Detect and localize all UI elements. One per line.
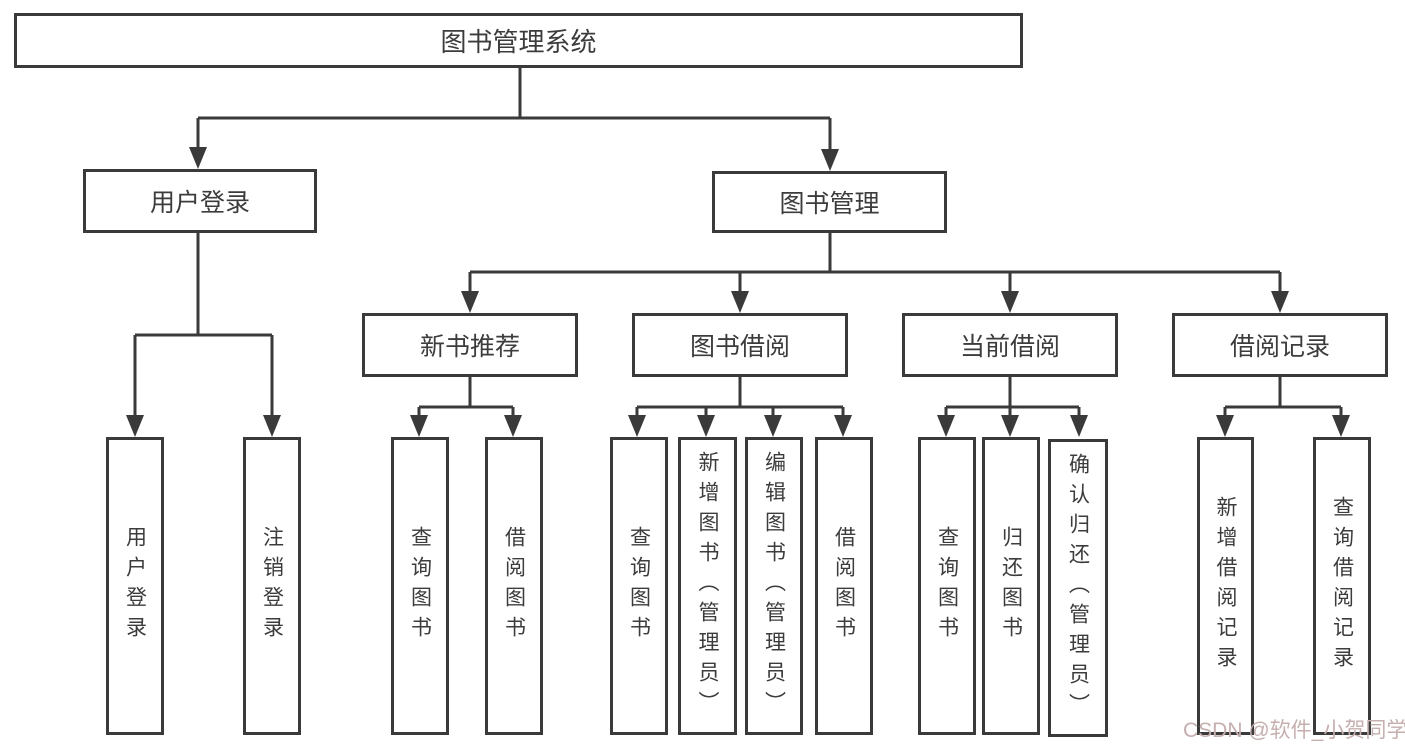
leaf-query-borrow-record: 查询借阅记录 xyxy=(1313,437,1371,735)
connector-userlogin-to-leaves xyxy=(133,233,274,419)
leaf-label: 查询图书 xyxy=(627,526,651,646)
node-label: 图书管理 xyxy=(779,190,880,218)
leaf-add-borrow-record: 新增借阅记录 xyxy=(1197,437,1254,735)
leaf-query-books-current: 查询图书 xyxy=(918,437,976,735)
leaf-label: 查询借阅记录 xyxy=(1330,496,1354,676)
node-label: 图书借阅 xyxy=(689,333,790,361)
arrowhead xyxy=(410,415,428,437)
connector-bookmgmt-to-level3 xyxy=(468,233,1282,295)
arrowhead xyxy=(697,415,715,437)
node-new-book-recommend: 新书推荐 xyxy=(362,313,578,377)
arrowhead xyxy=(764,415,782,437)
leaf-return-books: 归还图书 xyxy=(982,437,1040,735)
node-label: 图书管理系统 xyxy=(440,27,597,57)
leaf-label: 归还图书 xyxy=(999,526,1023,646)
leaf-label: 用户登录 xyxy=(123,526,147,646)
connector-root-to-level2 xyxy=(196,68,832,149)
connector-records-to-leaves xyxy=(1223,377,1343,419)
leaf-borrow-books-recommend: 借阅图书 xyxy=(485,437,543,735)
leaf-label: 查询图书 xyxy=(408,526,432,646)
arrowhead xyxy=(1001,291,1019,313)
node-current-borrow: 当前借阅 xyxy=(902,313,1118,377)
arrowhead xyxy=(1332,415,1350,437)
leaf-label: 编辑图书（管理员） xyxy=(762,451,786,721)
leaf-edit-books-admin: 编辑图书（管理员） xyxy=(745,437,803,735)
leaf-label: 新增借阅记录 xyxy=(1214,496,1237,676)
arrowhead xyxy=(834,415,852,437)
node-label: 用户登录 xyxy=(149,189,250,217)
arrowhead xyxy=(628,415,646,437)
arrowhead xyxy=(263,415,281,437)
node-user-login: 用户登录 xyxy=(83,169,317,233)
arrowhead xyxy=(937,415,955,437)
leaf-query-books-recommend: 查询图书 xyxy=(391,437,449,735)
node-book-management-system: 图书管理系统 xyxy=(14,13,1023,68)
leaf-label: 新增图书（管理员） xyxy=(696,451,719,721)
leaf-label: 注销登录 xyxy=(260,526,284,646)
node-book-management: 图书管理 xyxy=(712,171,947,233)
arrowhead xyxy=(821,149,839,171)
node-label: 当前借阅 xyxy=(959,333,1060,361)
node-label: 借阅记录 xyxy=(1229,333,1330,361)
leaf-user-login: 用户登录 xyxy=(106,437,164,735)
leaf-label: 查询图书 xyxy=(935,526,959,646)
arrowhead xyxy=(1001,415,1019,437)
connector-current-to-leaves xyxy=(944,377,1081,419)
node-label: 新书推荐 xyxy=(419,333,520,361)
node-book-borrow: 图书借阅 xyxy=(632,313,848,377)
arrowhead xyxy=(731,291,749,313)
watermark: CSDN @软件_小贺同学 xyxy=(1183,719,1405,742)
arrowhead xyxy=(1271,291,1289,313)
arrowhead xyxy=(504,415,522,437)
leaf-confirm-return-admin: 确认归还（管理员） xyxy=(1048,439,1108,737)
arrowhead xyxy=(1216,415,1234,437)
leaf-label: 借阅图书 xyxy=(502,526,526,646)
connector-borrow-to-leaves xyxy=(635,377,845,419)
leaf-logout: 注销登录 xyxy=(243,437,301,735)
arrowhead xyxy=(1070,415,1088,437)
arrowhead xyxy=(189,147,207,169)
connector-newbook-to-leaves xyxy=(417,377,515,419)
arrowhead xyxy=(126,415,144,437)
leaf-label: 确认归还（管理员） xyxy=(1066,453,1090,723)
leaf-add-books-admin: 新增图书（管理员） xyxy=(678,437,737,735)
leaf-query-books-borrow: 查询图书 xyxy=(610,437,668,735)
leaf-label: 借阅图书 xyxy=(832,526,856,646)
leaf-borrow-books: 借阅图书 xyxy=(815,437,873,735)
arrowhead xyxy=(461,291,479,313)
node-borrow-records: 借阅记录 xyxy=(1172,313,1388,377)
